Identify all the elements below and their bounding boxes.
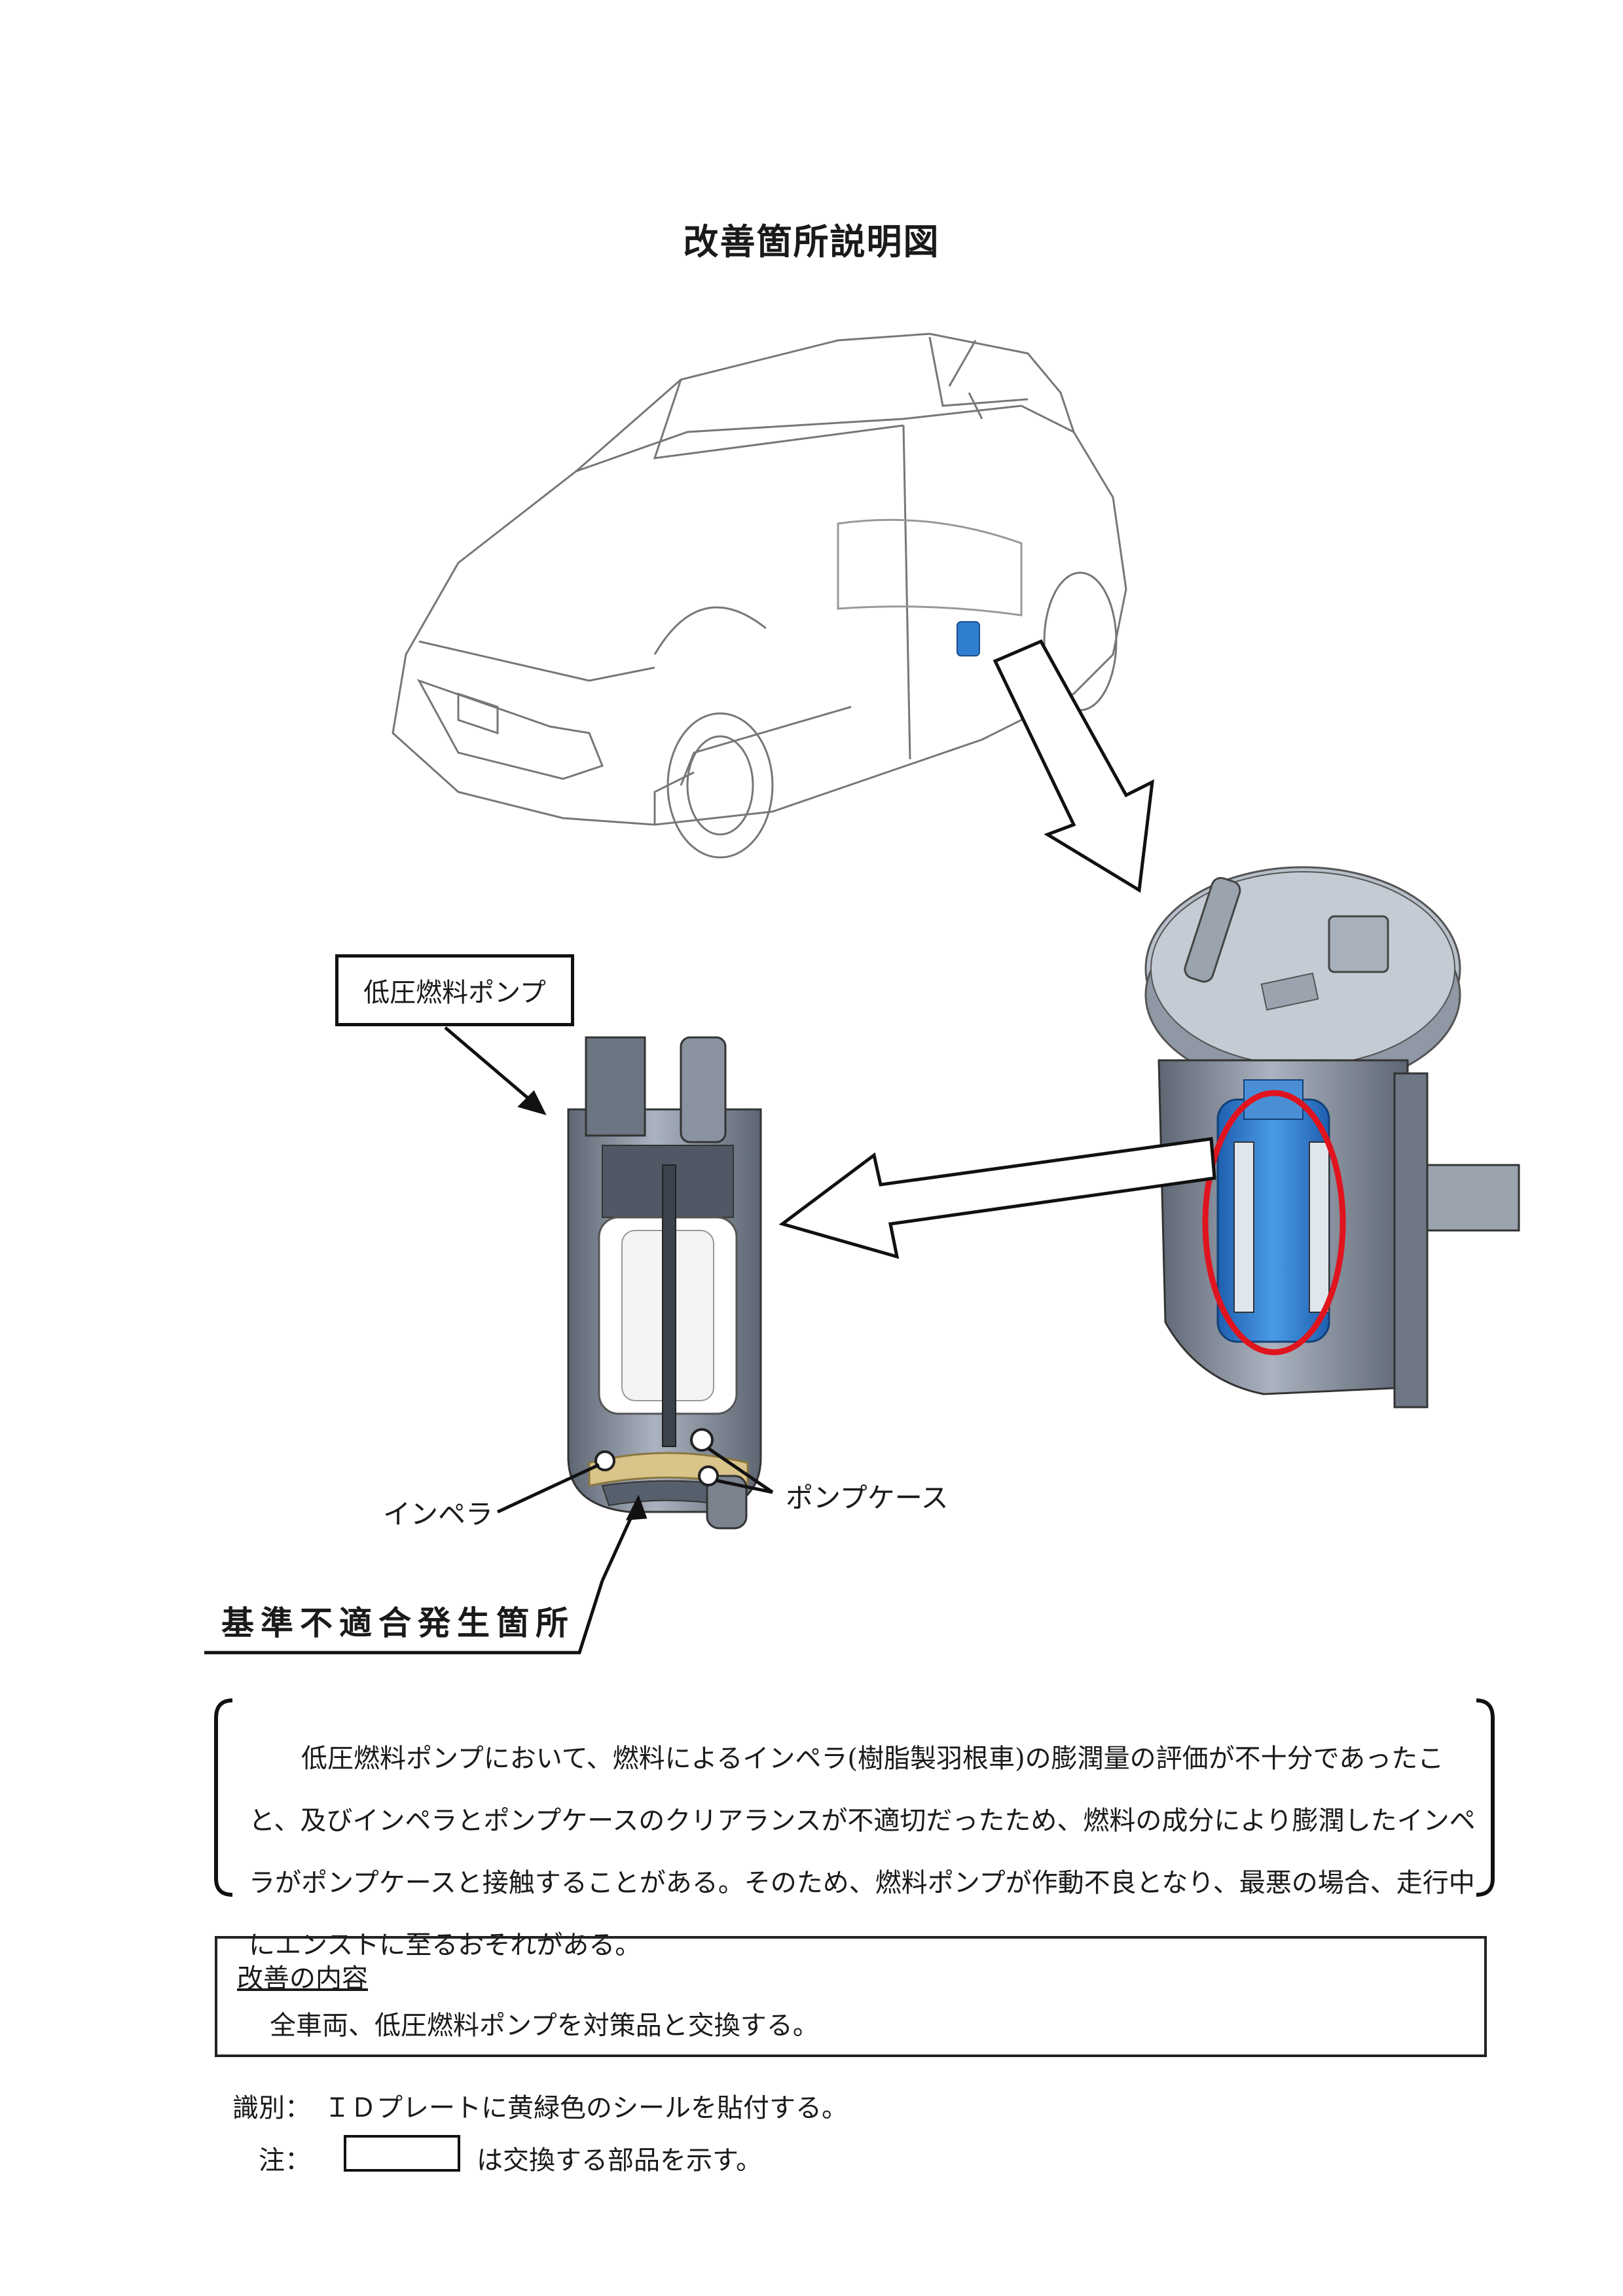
part-label-box: 低圧燃料ポンプ [335,954,574,1026]
low-pressure-fuel-pump [567,1036,762,1530]
improvement-text: 全車両、低圧燃料ポンプを対策品と交換する。 [270,2011,819,2041]
car-illustration [392,332,1127,859]
page-title: 改善箇所説明図 [683,221,940,262]
improvement-box: 改善の内容 全車両、低圧燃料ポンプを対策品と交換する。 [215,1936,1487,2057]
arrow-car-to-assembly [993,639,1155,893]
pump-case-callout: ポンプケース [786,1482,949,1514]
description-text: 低圧燃料ポンプにおいて、燃料によるインペラ(樹脂製羽根車)の膨潤量の評価が不十分… [249,1744,1476,1960]
identification-text: 識別： ＩＤプレートに黄緑色のシールを貼付する。 [232,2093,848,2123]
impeller-callout: インペラ [383,1498,494,1530]
note-text: は交換する部品を示す。 [477,2145,762,2176]
car-pump-marker [957,621,980,656]
note-label: 注： [259,2145,311,2176]
leader-lines [204,1026,774,1655]
fuel-pump-assembly [1144,866,1520,1408]
arrow-assembly-to-pump [778,1137,1216,1259]
part-label: 低圧燃料ポンプ [363,978,546,1008]
replacement-highlight-ring [1202,1090,1346,1355]
nonconformity-label: 基準不適合発生箇所 [221,1604,575,1642]
description-brackets [214,1698,1495,1897]
note-legend-swatch [344,2135,460,2172]
improvement-heading: 改善の内容 [237,1964,368,1994]
